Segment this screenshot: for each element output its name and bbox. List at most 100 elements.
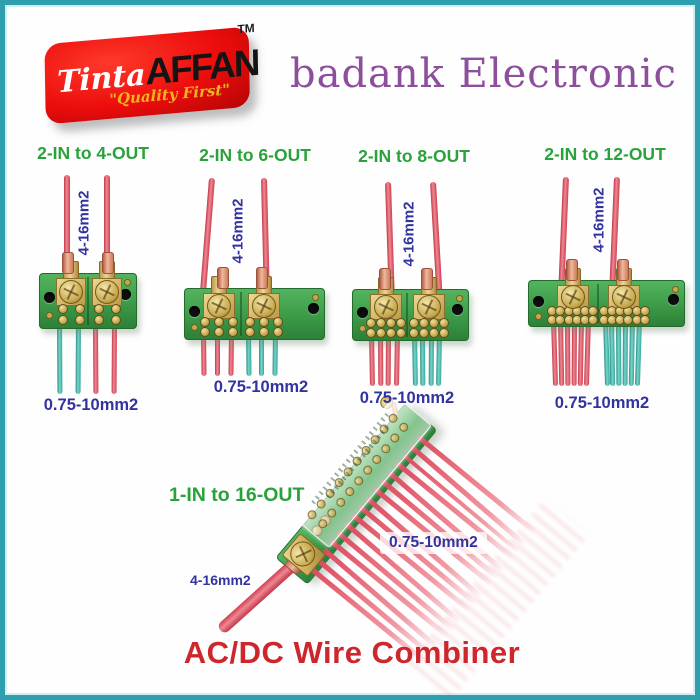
output-wire (622, 318, 629, 387)
screw (428, 328, 439, 338)
output-wire (628, 318, 636, 387)
store-name: badank Electronic (290, 51, 677, 97)
output-wire (634, 318, 642, 387)
product-title: 2-IN to 4-OUT (37, 143, 149, 163)
screw (74, 315, 85, 326)
mounting-hole (44, 292, 55, 304)
output-wire (557, 318, 565, 387)
pin-hole (672, 285, 679, 293)
brand-logo: TintaAFFAN TM "Quality First" (41, 20, 263, 135)
output-wire (583, 318, 591, 387)
output-wire (57, 320, 63, 395)
terminal-screw (251, 294, 276, 318)
screw (376, 317, 387, 328)
output-wire (577, 318, 584, 387)
output-wire (571, 318, 577, 387)
terminal-block (352, 277, 469, 341)
screw (272, 327, 283, 337)
pin-hole (359, 325, 366, 332)
terminal-block (184, 276, 325, 340)
section-divider (596, 284, 599, 323)
output-size-label: 0.75-10mm2 (43, 396, 139, 414)
screw (57, 315, 68, 326)
screw (418, 317, 429, 328)
terminal-screw (59, 279, 83, 304)
screw (272, 316, 283, 327)
screw (366, 328, 377, 338)
screw (438, 317, 449, 328)
screw (200, 327, 211, 337)
input-wire (104, 175, 110, 289)
screw (386, 317, 397, 328)
output-wire (564, 318, 571, 387)
screw (376, 328, 387, 338)
screw (428, 317, 439, 328)
screw (366, 317, 377, 328)
screw (214, 316, 225, 327)
screw (57, 303, 68, 314)
output-wire (93, 320, 99, 395)
input-size-label: 4-16mm2 (590, 187, 608, 253)
mounting-hole (668, 293, 679, 305)
pin-hole (46, 311, 53, 319)
screw (408, 328, 419, 338)
screw (244, 327, 255, 337)
terminal-screw (560, 284, 585, 309)
output-size-label: 0.75-10mm2 (213, 378, 309, 396)
screw (228, 327, 239, 337)
input-size-label: 4-16mm2 (400, 201, 418, 267)
screw (258, 327, 269, 337)
trademark-symbol: TM (237, 20, 255, 37)
wire-ferrule (102, 252, 114, 274)
product-title: 2-IN to 8-OUT (358, 146, 470, 166)
product-title: 2-IN to 6-OUT (199, 145, 311, 165)
wire-ferrule (421, 268, 433, 290)
product-title-16out: 1-IN to 16-OUT (169, 484, 305, 506)
wire-ferrule (379, 268, 391, 290)
mounting-hole (120, 289, 131, 301)
pin-hole (124, 279, 131, 287)
input-size-label: 4-16mm2 (75, 190, 93, 256)
pin-hole (312, 294, 319, 301)
pin-hole (191, 324, 198, 331)
output-wire (259, 332, 265, 376)
pin-hole (456, 295, 463, 302)
product-title: 2-IN to 12-OUT (544, 144, 666, 164)
terminal-screw (374, 295, 399, 319)
mounting-hole (452, 304, 463, 315)
terminal-screw (416, 295, 441, 319)
input-wire (64, 175, 70, 289)
screw (93, 315, 104, 326)
screw (438, 328, 449, 338)
terminal-screw (207, 294, 232, 318)
output-size-label: 0.75-10mm2 (359, 389, 455, 407)
wire-ferrule (62, 252, 74, 274)
terminal-block (528, 268, 685, 327)
input-size-label: 4-16mm2 (190, 572, 251, 588)
output-wire (214, 332, 220, 376)
pin-hole (535, 312, 542, 320)
screw (214, 327, 225, 337)
screw (639, 315, 650, 326)
output-wire (616, 318, 622, 387)
screw (386, 328, 397, 338)
screw (396, 328, 407, 338)
section-divider (239, 292, 242, 336)
screw (228, 316, 239, 327)
screw (258, 316, 269, 327)
wire-ferrule (617, 259, 629, 281)
output-wire (551, 318, 559, 387)
terminal-screw (612, 284, 637, 309)
screw (396, 317, 407, 328)
product-category-title: AC/DC Wire Combiner (183, 635, 521, 670)
terminal-block (39, 261, 137, 329)
output-wire (111, 320, 117, 395)
screw (93, 303, 104, 314)
output-wire (75, 320, 81, 395)
input-size-label: 4-16mm2 (229, 198, 247, 264)
wire-ferrule (217, 267, 229, 289)
mounting-hole (189, 306, 200, 317)
wire-ferrule (256, 267, 268, 289)
mounting-hole (357, 307, 368, 318)
